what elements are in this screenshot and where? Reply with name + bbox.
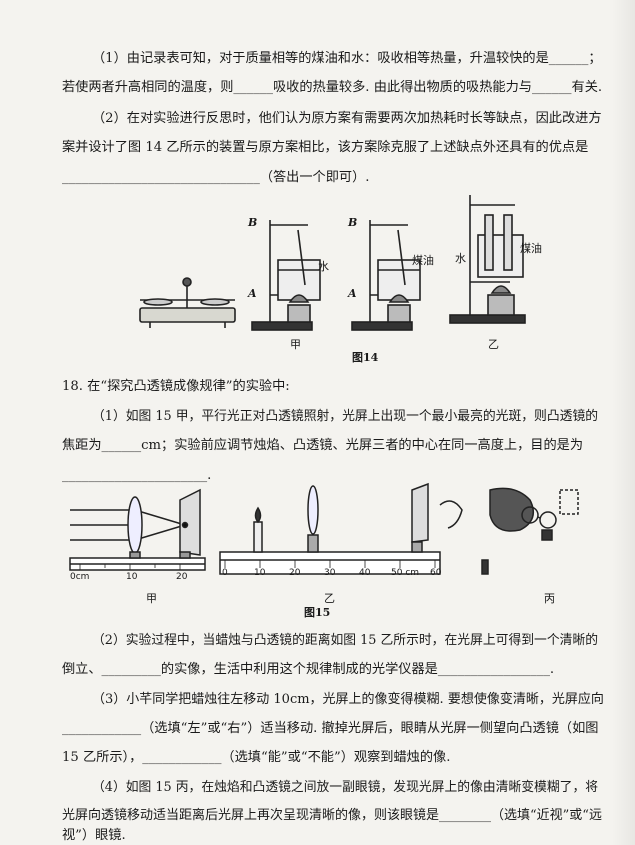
q17-part1-line1: （1）由记录表可知，对于质量相等的煤油和水：吸收相等热量，升温较快的是_____… bbox=[92, 51, 602, 66]
fig14-label-kerosene-1: 煤油 bbox=[412, 254, 434, 267]
q18-part1-line3: ______________________. bbox=[62, 468, 212, 483]
fig14-label-b-2: B bbox=[348, 216, 358, 229]
fig15-label-yi: 乙 bbox=[324, 592, 335, 605]
fig15-yi-tick-0: 0 bbox=[222, 568, 228, 578]
fig14-caption: 图14 bbox=[352, 351, 379, 364]
figure-15-drawing bbox=[69, 482, 579, 575]
fig15-label-jia: 甲 bbox=[146, 592, 157, 605]
fig15-yi-tick-10: 10 bbox=[254, 568, 266, 578]
q18-part2-line2: 倒立、_________的实像，生活中利用这个规律制成的光学仪器是_______… bbox=[62, 662, 555, 677]
q18-part2-line1: （2）实验过程中，当蜡烛与凸透镜的距离如图 15 乙所示时，在光屏上可得到一个清… bbox=[92, 633, 599, 648]
q17-part2-line1: （2）在对实验进行反思时，他们认为原方案有需要两次加热耗时长等缺点，因此改进方 bbox=[92, 111, 602, 126]
fig15-yi-tick-50: 50 cm bbox=[391, 568, 420, 578]
q18-part3-line2: ____________（选填“左”或“右”）适当移动. 撤掉光屏后，眼睛从光屏… bbox=[62, 721, 599, 736]
fig14-label-yi: 乙 bbox=[488, 338, 499, 351]
fig15-yi-tick-60: 60 bbox=[430, 568, 442, 578]
fig14-label-water-2: 水 bbox=[455, 252, 466, 265]
q17-part2-line2: 案并设计了图 14 乙所示的装置与原方案相比，该方案除克服了上述缺点外还具有的优… bbox=[62, 140, 589, 155]
q18-part4-line3: 视”）眼镜. bbox=[62, 828, 126, 843]
fig15-yi-tick-30: 30 bbox=[324, 568, 336, 578]
fig14-label-water-1: 水 bbox=[318, 260, 329, 273]
fig15-label-bing: 丙 bbox=[544, 592, 555, 605]
fig15-jia-tick-0: 0cm bbox=[70, 572, 90, 582]
q18-title: 18. 在“探究凸透镜成像规律”的实验中: bbox=[62, 379, 290, 394]
q18-part1-line2: 焦距为______cm；实验前应调节烛焰、凸透镜、光屏三者的中心在同一高度上，目… bbox=[62, 438, 584, 453]
fig15-jia-tick-10: 10 bbox=[126, 572, 138, 582]
fig14-label-jia: 甲 bbox=[290, 338, 301, 351]
fig14-label-b-1: B bbox=[248, 216, 258, 229]
fig15-yi-tick-40: 40 bbox=[359, 568, 371, 578]
fig15-yi-tick-20: 20 bbox=[289, 568, 301, 578]
q18-part4-line2: 光屏向透镜移动适当距离后光屏上再次呈现清晰的像，则该眼镜是________（选填… bbox=[62, 808, 602, 823]
q18-part3-line3: 15 乙所示），____________（选填“能”或“不能”）观察到蜡烛的像. bbox=[62, 750, 451, 765]
q17-part1-line2: 若使两者升高相同的温度，则______吸收的热量较多. 由此得出物质的吸热能力与… bbox=[62, 80, 603, 95]
q18-part3-line1: （3）小芊同学把蜡烛往左移动 10cm，光屏上的像变得模糊. 要想使像变清晰，光… bbox=[92, 692, 604, 707]
fig14-label-a-1: A bbox=[248, 287, 257, 300]
q18-part4-line1: （4）如图 15 丙，在烛焰和凸透镜之间放一副眼镜，发现光屏上的像由清晰变模糊了… bbox=[92, 780, 599, 795]
q17-part2-line3: ______________________________（答出一个即可）. bbox=[62, 170, 370, 185]
fig14-label-kerosene-2: 煤油 bbox=[520, 242, 542, 255]
fig15-caption: 图15 bbox=[304, 606, 331, 619]
figure-14-drawing bbox=[139, 195, 526, 331]
fig14-label-a-2: A bbox=[348, 287, 357, 300]
page-fold-shadow bbox=[612, 0, 635, 845]
fig15-jia-tick-20: 20 bbox=[176, 572, 188, 582]
q18-part1-line1: （1）如图 15 甲，平行光正对凸透镜照射，光屏上出现一个最小最亮的光斑，则凸透… bbox=[92, 409, 599, 424]
